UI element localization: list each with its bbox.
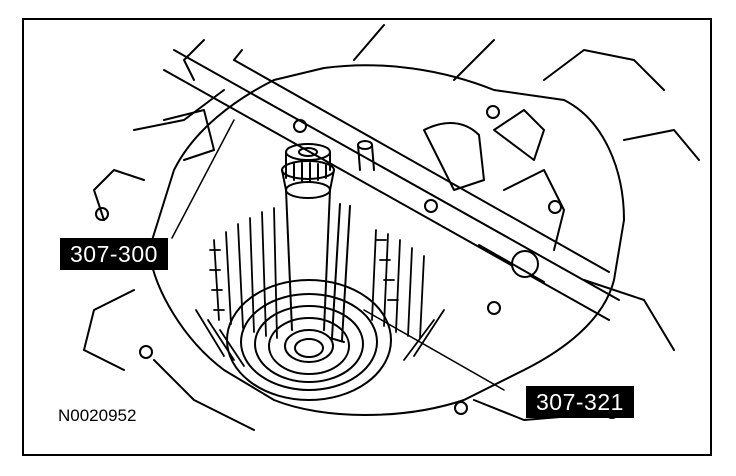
transmission-diagram [83,24,700,431]
figure-id-label: N0020952 [58,406,137,425]
input-shaft [281,143,335,331]
leader-lines [171,119,505,391]
gauge-rod-307-321 [329,203,351,343]
tool-bar-307-300 [163,49,620,321]
callout-307-300: 307-300 [60,238,168,270]
clutch-drum-splines [195,207,445,367]
guide-pin [357,140,375,171]
callout-307-321: 307-321 [526,386,634,418]
illustration-frame: 307-300 307-321 N0020952 [22,18,712,456]
clutch-rings [226,279,392,401]
transmission-case [83,24,700,431]
